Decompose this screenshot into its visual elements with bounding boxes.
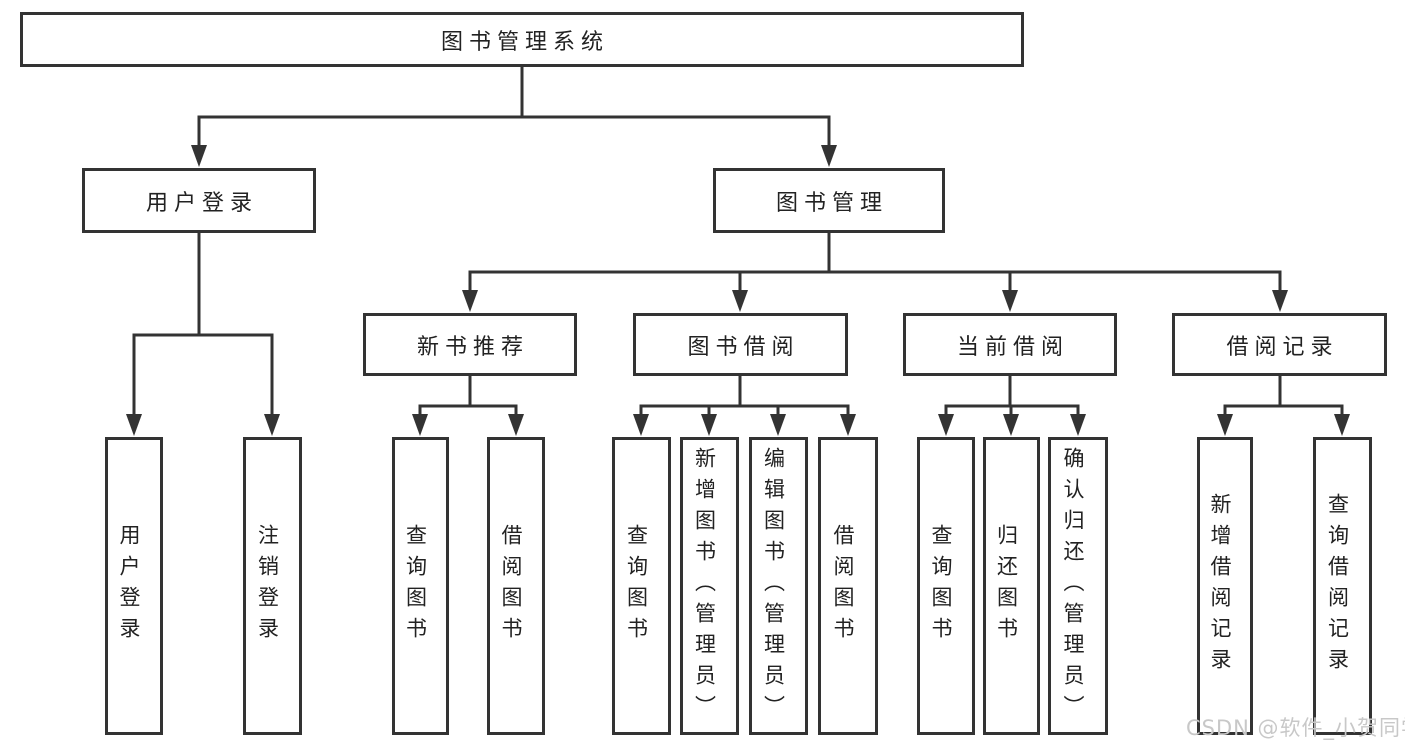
arrowheads — [126, 145, 1350, 436]
node-label: 图书管理系统 — [440, 29, 609, 55]
node-label: 新增图书（管理员） — [692, 446, 717, 726]
node-book-borrowing: 图书借阅 — [633, 313, 848, 376]
leaf-br-add-borrow-record: 新增借阅记录 — [1197, 437, 1253, 735]
leaf-cb-query-books: 查询图书 — [917, 437, 975, 735]
node-label: 新增借阅记录 — [1208, 493, 1232, 679]
leaf-cb-confirm-return-admin: 确认归还（管理员） — [1048, 437, 1108, 735]
node-label: 编辑图书（管理员） — [761, 446, 786, 726]
leaf-cb-return-books: 归还图书 — [983, 437, 1040, 735]
leaf-bb-edit-book-admin: 编辑图书（管理员） — [749, 437, 808, 735]
leaf-nbr-borrow-books: 借阅图书 — [487, 437, 545, 735]
node-label: 图书借阅 — [687, 334, 800, 360]
node-label: 图书管理 — [775, 190, 888, 216]
node-label: 借阅图书 — [831, 524, 855, 648]
node-label: 用户登录 — [145, 190, 258, 216]
leaf-logout: 注销登录 — [243, 437, 302, 735]
node-label: 查询图书 — [929, 524, 953, 648]
node-label: 确认归还（管理员） — [1061, 446, 1085, 726]
leaf-nbr-query-books: 查询图书 — [392, 437, 449, 735]
node-label: 新书推荐 — [416, 334, 529, 360]
node-user-login: 用户登录 — [82, 168, 316, 233]
leaf-bb-query-books: 查询图书 — [612, 437, 671, 735]
node-book-management: 图书管理 — [713, 168, 945, 233]
leaf-user-login: 用户登录 — [105, 437, 163, 735]
leaf-br-query-borrow-record: 查询借阅记录 — [1313, 437, 1372, 735]
node-label: 用户登录 — [117, 524, 141, 648]
node-borrowing-records: 借阅记录 — [1172, 313, 1387, 376]
node-new-book-recommendation: 新书推荐 — [363, 313, 577, 376]
node-library-management-system: 图书管理系统 — [20, 12, 1024, 67]
node-label: 查询图书 — [403, 524, 428, 648]
node-label: 借阅记录 — [1226, 334, 1339, 360]
node-label: 借阅图书 — [499, 524, 523, 648]
node-label: 归还图书 — [994, 524, 1019, 648]
node-label: 当前借阅 — [956, 334, 1069, 360]
node-label: 查询图书 — [624, 524, 649, 648]
node-label: 查询借阅记录 — [1325, 493, 1350, 679]
csdn-watermark: CSDN @软件_小贺同学 — [1186, 716, 1405, 740]
node-label: 注销登录 — [255, 524, 280, 648]
node-current-borrowing: 当前借阅 — [903, 313, 1117, 376]
leaf-bb-add-book-admin: 新增图书（管理员） — [680, 437, 739, 735]
leaf-bb-borrow-books: 借阅图书 — [818, 437, 878, 735]
